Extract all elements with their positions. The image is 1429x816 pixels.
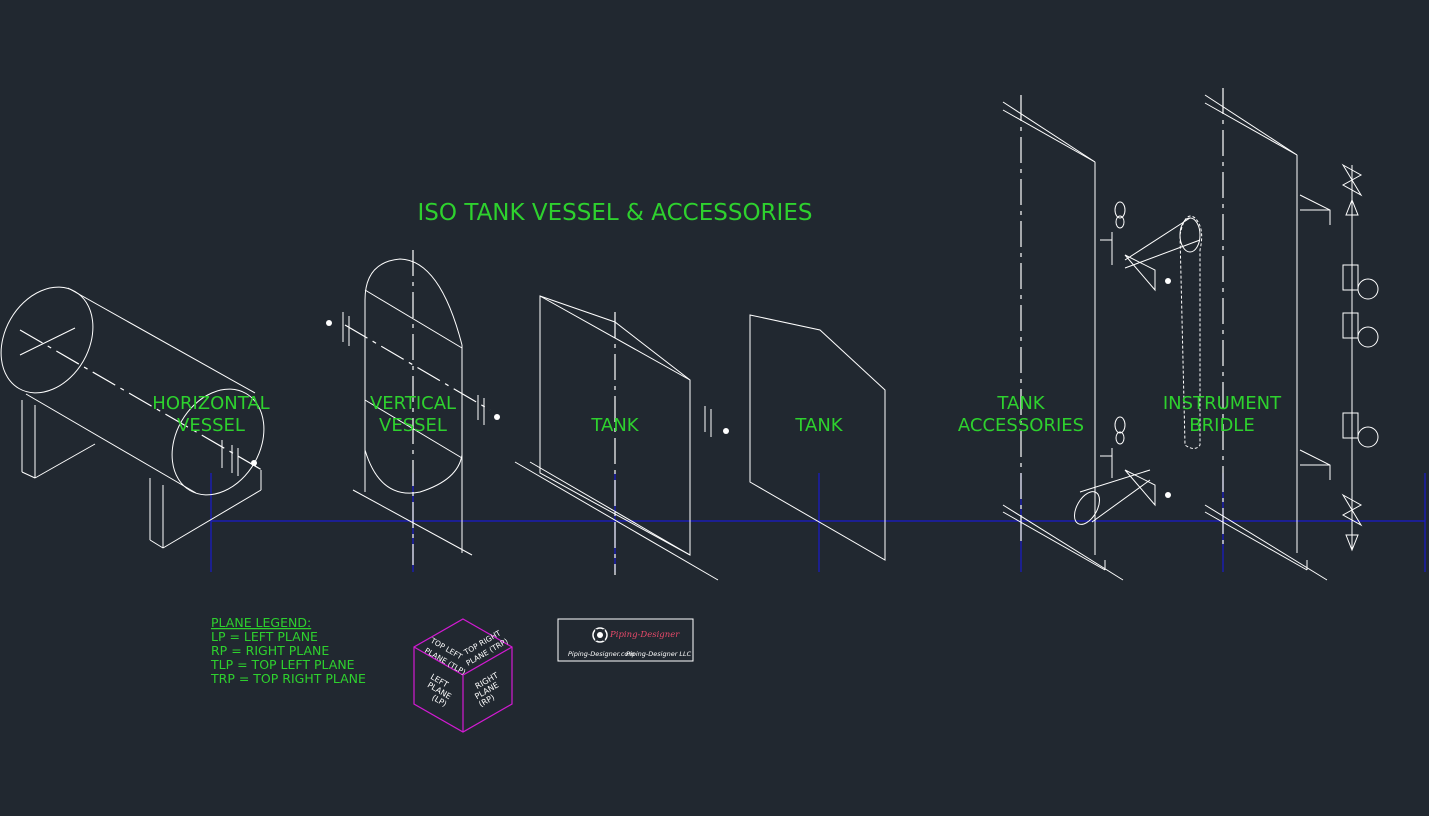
label-horizontal-line-1: HORIZONTAL [152, 393, 269, 414]
tank-1-drawing [514, 295, 729, 581]
legend-line-rp: RP = RIGHT PLANE [211, 643, 329, 658]
legend-line-tlp: TLP = TOP LEFT PLANE [210, 657, 355, 672]
vertical-vessel-drawing [326, 250, 500, 565]
tank-2-drawing [749, 314, 886, 561]
flange-logo-icon [592, 627, 608, 643]
legend-heading: PLANE LEGEND: [211, 615, 311, 630]
label-instrument-bridle-line-2: BRIDLE [1189, 415, 1254, 436]
baseline-axes [210, 473, 1426, 572]
label-tank-2: TANK [794, 415, 843, 436]
logo-brand: Piping-Designer [609, 630, 680, 640]
label-instrument-bridle-line-1: INSTRUMENT [1163, 393, 1282, 414]
legend-line-lp: LP = LEFT PLANE [211, 629, 318, 644]
company-logo: Piping-Designer Piping-Designer.com Pipi… [557, 618, 694, 662]
logo-website: Piping-Designer.com [568, 650, 635, 658]
horizontal-vessel-drawing [0, 286, 265, 549]
tank-accessories-drawing [1002, 95, 1201, 581]
label-tank-accessories-line-1: TANK [996, 393, 1045, 414]
plane-legend: PLANE LEGEND: LP = LEFT PLANE RP = RIGHT… [210, 615, 366, 686]
plane-cube: TOP LEFT PLANE (TLP) TOP RIGHT PLANE (TR… [413, 618, 513, 733]
drawing-title: ISO TANK VESSEL & ACCESSORIES [418, 200, 813, 226]
label-horizontal-line-2: VESSEL [177, 415, 245, 436]
legend-line-trp: TRP = TOP RIGHT PLANE [210, 671, 366, 686]
instrument-bridle-drawing [1179, 88, 1379, 581]
logo-company: Piping-Designer LLC [626, 650, 692, 658]
label-vertical-line-2: VESSEL [379, 415, 447, 436]
equipment-labels: HORIZONTAL VESSEL VERTICAL VESSEL TANK T… [152, 393, 1282, 436]
label-tank-accessories-line-2: ACCESSORIES [958, 415, 1084, 436]
label-vertical-line-1: VERTICAL [370, 393, 456, 414]
label-tank-1: TANK [590, 415, 639, 436]
